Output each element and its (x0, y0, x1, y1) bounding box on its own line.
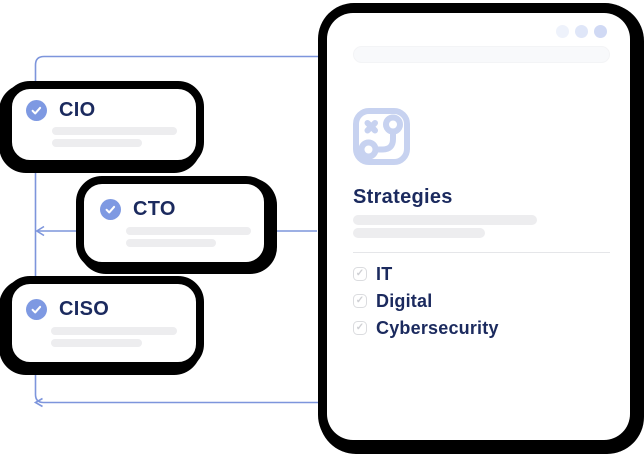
window-dot-icon (556, 25, 569, 38)
card-cio[interactable]: CIO (4, 81, 204, 168)
strategy-options: ✓ IT ✓ Digital ✓ Cybersecurity (353, 263, 499, 344)
checkmark-glyph: ✓ (355, 268, 365, 279)
skeleton-line (51, 327, 177, 335)
strategy-option-cybersecurity[interactable]: ✓ Cybersecurity (353, 317, 499, 339)
checkbox-icon[interactable]: ✓ (353, 267, 367, 281)
skeleton-line (51, 339, 142, 347)
check-circle-icon (26, 100, 47, 121)
card-ciso[interactable]: CISO (4, 276, 204, 370)
search-bar-skeleton (353, 46, 610, 63)
card-header: CISO (26, 298, 109, 321)
skeleton-line (126, 227, 251, 235)
card-header: CIO (26, 99, 95, 122)
strategies-panel-body: Strategies ✓ IT ✓ Digital (327, 13, 630, 440)
skeleton-line (52, 139, 142, 147)
arrowhead-middle (35, 225, 45, 237)
skeleton-line (353, 228, 485, 238)
skeleton-line (52, 127, 177, 135)
option-label: Cybersecurity (376, 317, 499, 338)
option-label: IT (376, 263, 393, 284)
checkmark-glyph: ✓ (355, 322, 365, 333)
card-header: CTO (100, 198, 176, 221)
strategy-option-it[interactable]: ✓ IT (353, 263, 499, 285)
window-dots (556, 25, 607, 38)
option-label: Digital (376, 290, 433, 311)
skeleton-line (353, 215, 537, 225)
check-circle-icon (100, 199, 121, 220)
panel-heading: Strategies (353, 186, 453, 208)
connector-trunk (34, 55, 322, 404)
arrowhead-bottom (33, 397, 43, 408)
checkbox-icon[interactable]: ✓ (353, 321, 367, 335)
window-dot-icon (594, 25, 607, 38)
strategies-panel: Strategies ✓ IT ✓ Digital (318, 3, 641, 451)
check-circle-icon (26, 299, 47, 320)
strategy-option-digital[interactable]: ✓ Digital (353, 290, 499, 312)
card-title: CIO (59, 99, 96, 121)
card-title: CISO (59, 298, 110, 320)
checkbox-icon[interactable]: ✓ (353, 294, 367, 308)
card-cto[interactable]: CTO (76, 176, 272, 270)
card-title: CTO (133, 198, 176, 220)
checkmark-glyph: ✓ (355, 295, 365, 306)
window-dot-icon (575, 25, 588, 38)
strategy-route-icon (353, 108, 410, 165)
divider (353, 252, 610, 253)
skeleton-line (126, 239, 216, 247)
